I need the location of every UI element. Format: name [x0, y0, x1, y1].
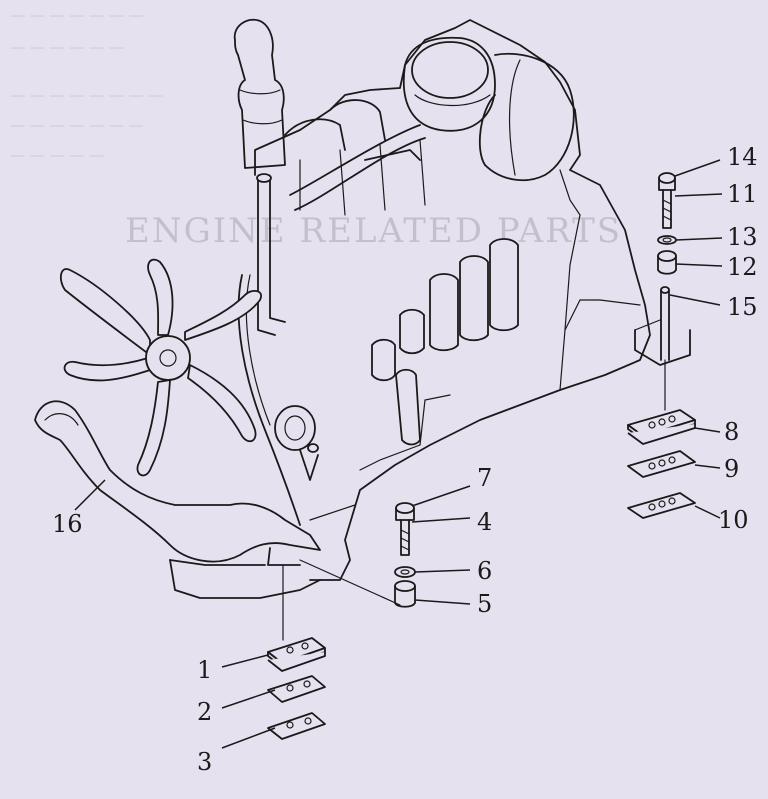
left-shim-stack	[267, 637, 326, 740]
right-bolt-stack	[634, 172, 691, 411]
svg-text:— — — — — —: — — — — — —	[10, 38, 124, 56]
callout-8: 8	[724, 418, 739, 446]
callout-2: 2	[197, 698, 212, 726]
exhaust-pipe	[233, 18, 286, 336]
callout-7: 7	[477, 464, 492, 492]
middle-bolt-stack	[394, 502, 416, 608]
right-shim-stack	[627, 409, 696, 519]
callout-12: 12	[727, 253, 758, 281]
callout-5: 5	[477, 590, 492, 618]
svg-text:— — — — —: — — — — —	[10, 146, 104, 164]
callout-16: 16	[52, 510, 83, 538]
callout-6: 6	[477, 557, 492, 585]
svg-text:— — — — — — —: — — — — — — —	[10, 6, 144, 24]
front-bracket	[34, 400, 321, 566]
callout-4: 4	[477, 508, 492, 536]
alternator	[274, 405, 319, 481]
injector-row	[371, 238, 519, 446]
callout-1: 1	[197, 656, 212, 684]
callout-15: 15	[727, 293, 758, 321]
bleed-through-title: ENGINE RELATED PARTS	[125, 211, 622, 251]
cooling-fan	[59, 258, 262, 477]
leader-lines	[74, 159, 723, 749]
callout-11: 11	[727, 180, 758, 208]
bleed-through-text: — — — — — — — — — — — — — — — — — — — — …	[10, 6, 622, 251]
callout-13: 13	[727, 223, 758, 251]
callout-9: 9	[724, 455, 739, 483]
callout-10: 10	[718, 506, 749, 534]
callout-labels: 1 2 3 4 5 6 7 8 9 10 11 12 13 14 15 16	[52, 143, 758, 776]
callout-3: 3	[197, 748, 212, 776]
engine-block	[169, 19, 651, 599]
callout-14: 14	[727, 143, 758, 171]
svg-text:— — — — — — — —: — — — — — — — —	[10, 86, 163, 104]
left-bracket-line	[299, 559, 401, 606]
svg-text:— — — — — — —: — — — — — — —	[10, 116, 144, 134]
